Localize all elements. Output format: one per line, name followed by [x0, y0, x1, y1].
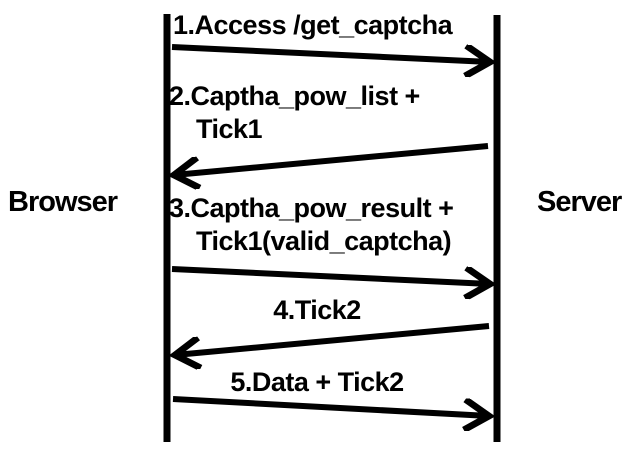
participant-label-browser: Browser: [8, 186, 118, 218]
message-1-label: 1.Access /get_captcha: [173, 9, 453, 42]
message-arrow-5: [172, 396, 489, 416]
message-label-text: 5.Data + Tick2: [230, 367, 404, 397]
message-label-text: 2.Captha_pow_list +: [169, 81, 420, 111]
participant-label-server: Server: [537, 186, 622, 218]
message-label-text: 1.Access /get_captcha: [173, 10, 453, 40]
message-arrow-2: [174, 143, 489, 175]
message-arrow-1: [171, 44, 490, 62]
message-5-label: 5.Data + Tick2: [152, 366, 482, 399]
message-label-text-line2: Tick1: [196, 114, 263, 144]
message-2-label: 2.Captha_pow_list + Tick1: [169, 80, 420, 146]
message-label-text: 3.Captha_pow_result +: [169, 193, 454, 223]
message-arrow-4: [175, 323, 490, 355]
message-label-text: 4.Tick2: [273, 295, 361, 325]
message-4-label: 4.Tick2: [152, 294, 482, 327]
message-arrow-3: [171, 266, 490, 284]
message-label-text-line2: Tick1(valid_captcha): [196, 226, 452, 256]
message-3-label: 3.Captha_pow_result + Tick1(valid_captch…: [169, 192, 454, 258]
